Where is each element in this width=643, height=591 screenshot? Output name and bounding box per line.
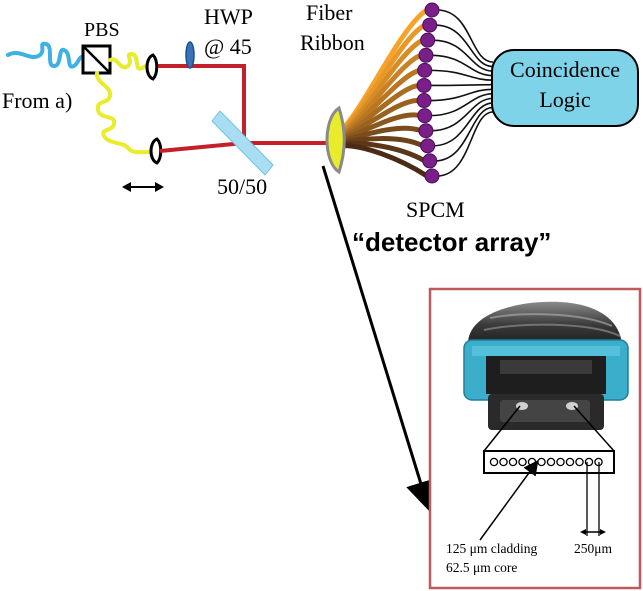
pointer-arrow (321, 165, 435, 512)
output-fiber (432, 39, 494, 72)
output-fiber (436, 111, 494, 177)
core-label: 62.5 μm core (446, 560, 517, 575)
spcm-detector (424, 2, 440, 18)
spcm-detector-array (416, 2, 440, 184)
spcm-detector (424, 168, 440, 184)
fiber-hole (527, 457, 537, 467)
beamsplitter-50-50 (211, 110, 274, 176)
hwp-angle-label: @ 45 (204, 34, 252, 59)
spcm-detector (420, 138, 436, 154)
output-fiber (429, 69, 494, 81)
lens-bottom (149, 137, 163, 165)
fiber-hole (565, 457, 575, 467)
hwp-plate (185, 41, 195, 69)
yellow-fiber-top (108, 51, 148, 71)
spcm-detector (418, 123, 434, 139)
input-fiber (6, 41, 88, 69)
spcm-detector (422, 17, 438, 33)
output-fiber (432, 102, 494, 147)
lens-top (145, 53, 159, 81)
detector-output-fibers (429, 9, 494, 177)
fiber-hole (518, 457, 527, 467)
output-fiber (436, 9, 494, 63)
spcm-detector (416, 77, 432, 93)
output-fiber (429, 88, 494, 102)
fiber-hole (489, 457, 499, 467)
fiber-hole (537, 457, 546, 467)
cladding-label: 125 μm cladding (446, 541, 537, 556)
fiber-hole (499, 457, 508, 467)
spcm-detector (417, 62, 433, 78)
connector-photo (463, 301, 629, 430)
fiber-hole (508, 457, 518, 467)
output-fiber (434, 24, 494, 68)
spcm-detector (420, 32, 436, 48)
zoom-lines (483, 405, 615, 452)
beam-paths (158, 64, 330, 153)
coincidence-label-line2: Logic (539, 87, 591, 112)
coincidence-label-line1: Coincidence (510, 57, 620, 82)
fiber-hole (575, 457, 584, 467)
output-fiber (430, 54, 494, 77)
output-fiber (434, 106, 494, 162)
coincidence-logic-box (491, 49, 639, 127)
fiber-hole (546, 457, 556, 467)
output-fiber (429, 93, 494, 117)
cladding-pointer-arrow (479, 459, 539, 541)
beamsplitter-label: 50/50 (217, 174, 267, 199)
pitch-label: 250μm (574, 541, 612, 556)
spcm-detector (416, 93, 432, 109)
translation-double-arrow (122, 182, 164, 192)
spcm-label: SPCM (406, 197, 465, 222)
spcm-detector (418, 47, 434, 63)
hwp-label: HWP (204, 4, 253, 29)
collection-lens (325, 105, 346, 175)
spcm-detector (422, 153, 438, 169)
pitch-double-arrow (580, 529, 606, 535)
pbs-cube (81, 44, 112, 75)
ribbon-label: Ribbon (300, 30, 365, 55)
output-fiber (429, 83, 494, 87)
spcm-detector (417, 108, 433, 124)
fiber-label: Fiber (306, 0, 353, 25)
yellow-fiber-bottom (95, 71, 152, 155)
pbs-label: PBS (84, 19, 120, 41)
fiber-hole (556, 457, 565, 467)
pitch-markers (586, 462, 600, 536)
ribbon-fiber (335, 143, 430, 179)
from-label: From a) (2, 88, 72, 113)
detector-array-label: “detector array” (352, 227, 551, 257)
output-fiber (430, 97, 494, 132)
